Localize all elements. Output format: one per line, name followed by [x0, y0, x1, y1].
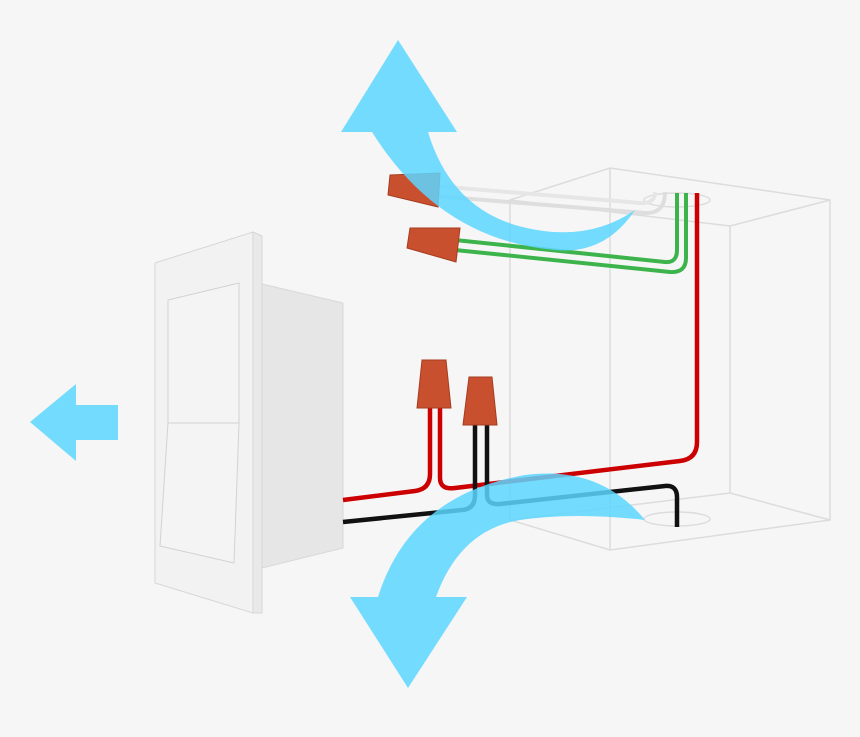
arrow-down-icon — [350, 473, 645, 688]
arrow-left-icon — [30, 384, 118, 461]
light-switch — [154, 231, 344, 614]
hot-wire-switch — [342, 405, 433, 503]
white-wires — [434, 184, 667, 216]
wire-nut-neutral — [462, 376, 498, 426]
ground-wires — [454, 193, 688, 275]
arrow-up-icon — [341, 40, 635, 251]
wire-nut-hot — [416, 359, 452, 409]
rocker-top — [167, 282, 240, 424]
wire-nut-ground — [406, 227, 461, 263]
rocker-bottom — [159, 422, 240, 564]
wall-plate-edge — [252, 231, 263, 614]
switch-body — [261, 283, 344, 569]
hot-wire-line — [437, 193, 700, 491]
